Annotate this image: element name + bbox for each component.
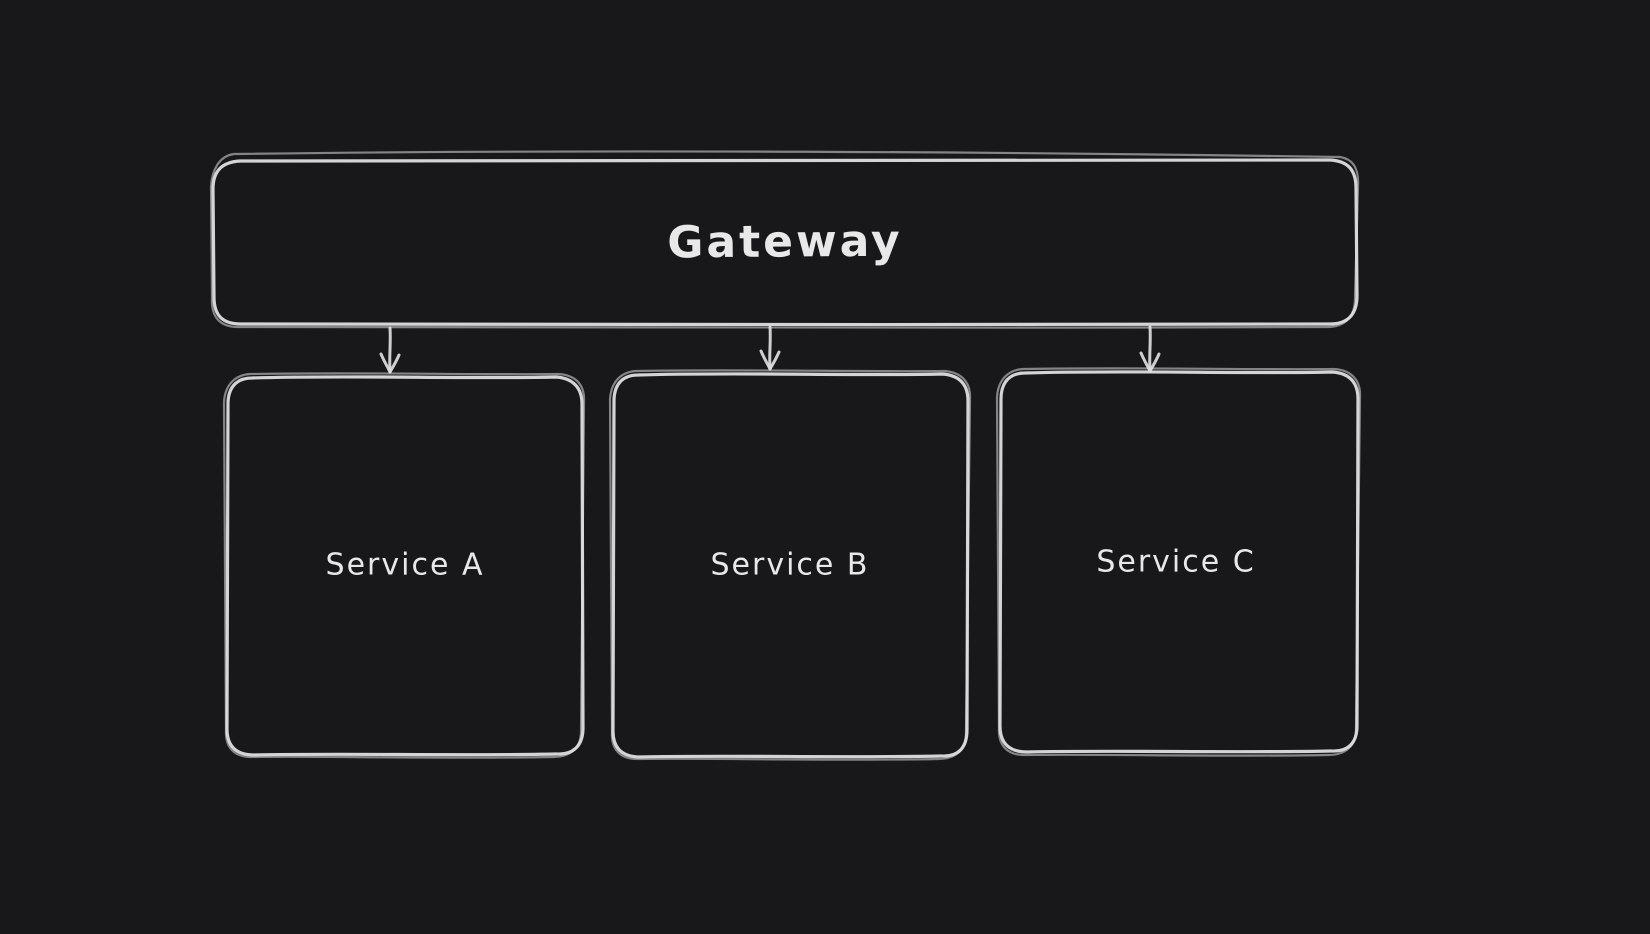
service-b-node-box[interactable] <box>608 369 972 761</box>
arrow-b-head-right <box>768 350 781 371</box>
arrow-a-shaft <box>388 326 392 373</box>
service-a-node-label[interactable]: Service A <box>325 547 485 583</box>
service-a-node-box[interactable] <box>222 372 586 759</box>
service-a-box-sketch-stroke <box>222 372 586 759</box>
arrow-gateway-to-service-b[interactable] <box>759 325 781 371</box>
service-b-box-stroke <box>611 372 970 759</box>
arrow-gateway-to-service-c[interactable] <box>1139 325 1161 373</box>
gateway-box-stroke <box>211 158 1359 327</box>
arrow-c-shaft <box>1148 325 1152 372</box>
service-b-box-sketch-stroke <box>608 369 972 761</box>
gateway-box-sketch-stroke <box>209 150 1360 329</box>
gateway-node-label[interactable]: Gateway <box>667 215 903 269</box>
gateway-node-box[interactable] <box>209 150 1360 329</box>
arrow-b-shaft <box>768 325 772 370</box>
service-c-node-box[interactable] <box>995 367 1362 757</box>
arrow-c-head-right <box>1148 352 1161 373</box>
arrow-a-head-right <box>388 353 401 374</box>
service-b-node-label[interactable]: Service B <box>710 547 870 583</box>
service-c-node-label[interactable]: Service C <box>1096 544 1256 580</box>
service-a-box-stroke <box>225 375 585 757</box>
service-c-box-stroke <box>998 370 1360 754</box>
arrow-gateway-to-service-a[interactable] <box>379 326 401 374</box>
service-c-box-sketch-stroke <box>995 367 1362 757</box>
